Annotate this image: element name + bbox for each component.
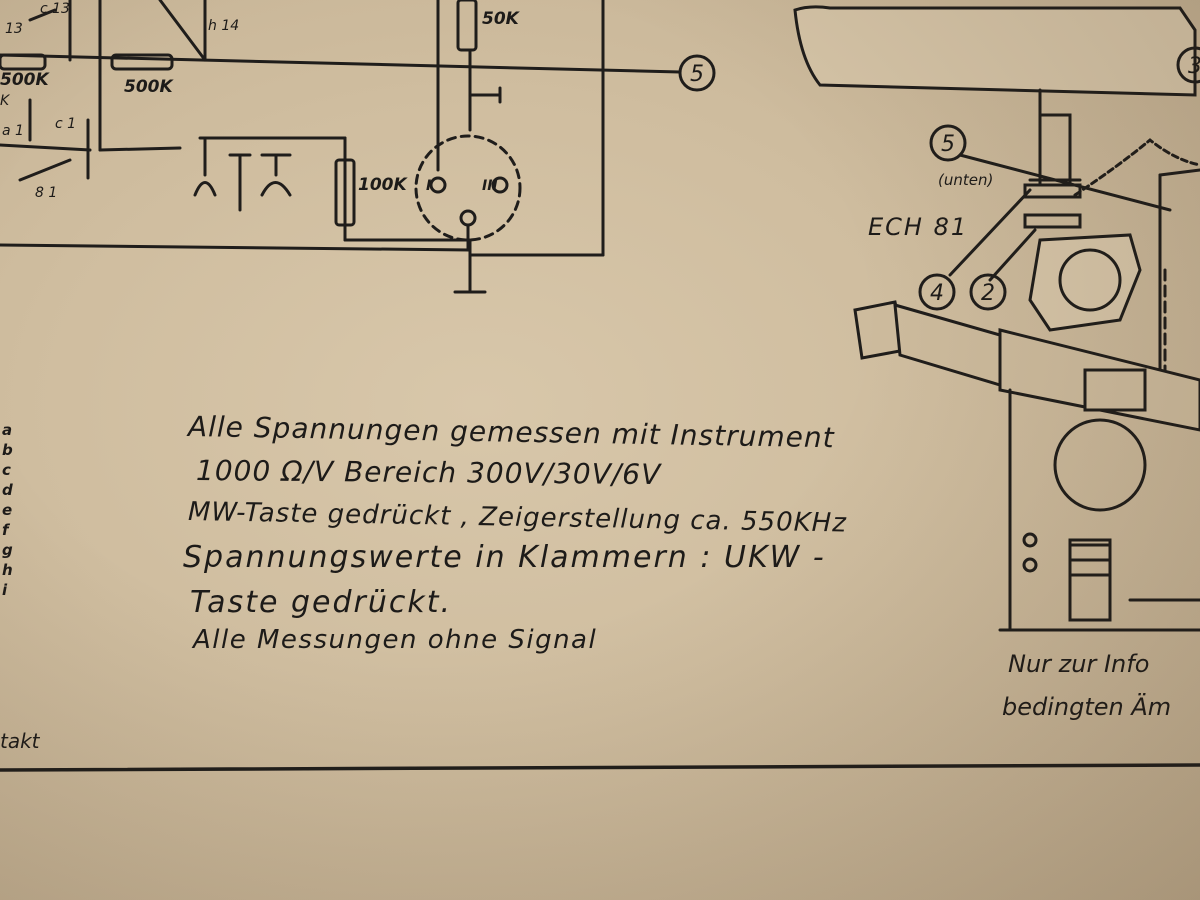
socket-pin-iii: III — [482, 178, 498, 194]
margin-letter: g — [2, 541, 13, 559]
resistor-label-500k-left: 500K — [0, 70, 50, 90]
margin-letter: h — [2, 561, 13, 579]
resistor-label-500k: 500K — [124, 77, 174, 97]
tube-label: ECH 81 — [868, 213, 968, 241]
note-line-5: Taste gedrückt. — [190, 585, 453, 620]
marker-4: 4 — [930, 281, 944, 306]
note-line-4: Spannungswerte in Klammern : UKW - — [183, 540, 826, 575]
node-label-k: K — [0, 93, 11, 109]
margin-letter: i — [2, 581, 8, 599]
socket-pin-i: I — [426, 178, 431, 194]
note-line-2: 1000 Ω/V Bereich 300V/30V/6V — [195, 454, 662, 492]
contact-text: takt — [0, 729, 41, 753]
info-text-line-2: bedingten Äm — [1002, 692, 1171, 721]
note-line-6: Alle Messungen ohne Signal — [193, 625, 598, 655]
margin-letter: d — [2, 481, 13, 499]
marker-3: 3 — [1188, 54, 1200, 79]
node-label-c1: c 1 — [55, 116, 76, 132]
socket-note: (unten) — [938, 171, 993, 189]
marker-5-top: 5 — [690, 62, 704, 87]
margin-letter: a — [2, 421, 12, 439]
resistor-label-50k: 50K — [482, 9, 521, 29]
node-label-81: 8 1 — [35, 185, 57, 201]
resistor-label-100k: 100K — [358, 175, 408, 195]
marker-5-right: 5 — [941, 132, 955, 157]
node-label-c13: c 13 — [40, 1, 70, 17]
node-label-a1: a 1 — [2, 123, 24, 139]
margin-letter: e — [2, 501, 12, 519]
node-label-13: 13 — [5, 21, 23, 37]
node-label-h14: h 14 — [208, 18, 239, 34]
margin-letter: f — [2, 521, 11, 539]
info-text-line-1: Nur zur Info — [1008, 650, 1149, 678]
marker-2: 2 — [981, 281, 995, 306]
margin-letter: b — [2, 441, 13, 459]
margin-letter: c — [2, 461, 11, 479]
